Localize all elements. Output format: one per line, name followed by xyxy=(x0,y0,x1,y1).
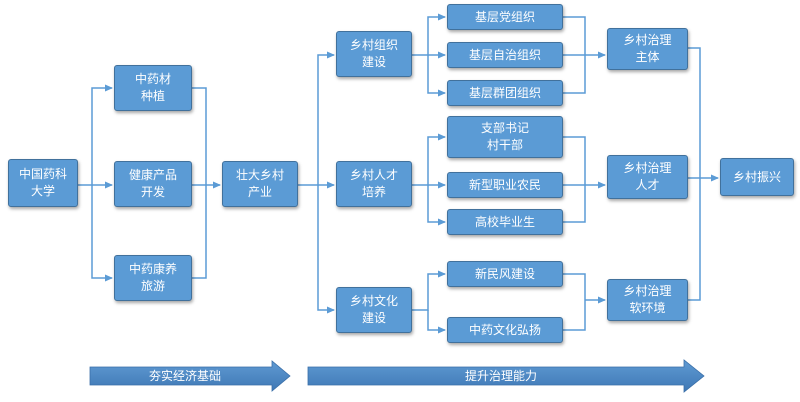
node-grassroots-autonomy: 基层自治组织 xyxy=(447,42,563,68)
node-health-products-line2: 开发 xyxy=(140,185,165,199)
node-new-farmers-line1: 新型职业农民 xyxy=(468,177,541,192)
connector-culture-to-tcm-culture xyxy=(427,310,446,334)
node-health-products-line1: 健康产品 xyxy=(128,168,177,182)
node-rural-organization-line1: 乡村组织 xyxy=(349,38,398,52)
node-branch-secretary-line2: 村干部 xyxy=(486,138,523,152)
connector-university-to-wellness-tourism xyxy=(91,185,113,282)
node-rural-talent-line2: 培养 xyxy=(361,185,386,199)
node-governance-subject: 乡村治理 主体 xyxy=(607,28,688,70)
connector-industry-to-rural-organization xyxy=(298,51,335,186)
connector-organization-to-mass xyxy=(427,55,446,97)
band-arrow-governance-capacity xyxy=(307,359,705,393)
band-arrow-economic-foundation xyxy=(89,360,291,392)
node-governance-talent-line1: 乡村治理 xyxy=(623,161,672,175)
node-tcm-culture-line1: 中药文化弘扬 xyxy=(468,322,541,337)
node-rural-revitalization-line1: 乡村振兴 xyxy=(732,169,781,184)
node-herb-planting-line1: 中药材 xyxy=(134,72,171,86)
node-graduates-line1: 高校毕业生 xyxy=(474,214,535,229)
node-university: 中国药科 大学 xyxy=(8,159,78,207)
node-strengthen-industry-line2: 产业 xyxy=(247,185,272,199)
node-graduates: 高校毕业生 xyxy=(447,209,563,235)
node-grassroots-mass: 基层群团组织 xyxy=(447,80,563,106)
node-herb-planting: 中药材 种植 xyxy=(114,65,192,111)
connector-university-to-herb-planting xyxy=(78,84,113,186)
node-grassroots-party: 基层党组织 xyxy=(447,4,563,30)
node-rural-talent-line1: 乡村人才 xyxy=(349,168,398,182)
node-herbal-wellness-tourism-line1: 中药康养 xyxy=(128,262,177,276)
node-herb-planting-line2: 种植 xyxy=(140,89,165,103)
node-governance-soft-env-line1: 乡村治理 xyxy=(623,284,672,298)
node-strengthen-industry-line1: 壮大乡村 xyxy=(235,168,284,182)
band-label-governance-capacity: 提升治理能力 xyxy=(464,369,537,383)
node-governance-subject-line2: 主体 xyxy=(635,50,660,64)
band-label-economic-foundation: 夯实经济基础 xyxy=(148,369,221,383)
node-governance-talent: 乡村治理 人才 xyxy=(607,155,688,199)
node-governance-subject-line1: 乡村治理 xyxy=(623,33,672,47)
node-strengthen-industry: 壮大乡村 产业 xyxy=(222,161,298,207)
node-rural-culture-line1: 乡村文化 xyxy=(349,294,398,308)
connector-organization-to-party xyxy=(412,13,446,56)
node-grassroots-party-line1: 基层党组织 xyxy=(474,9,535,24)
node-rural-revitalization: 乡村振兴 xyxy=(720,158,794,196)
node-new-customs-line1: 新民风建设 xyxy=(474,266,535,281)
node-herbal-wellness-tourism: 中药康养 旅游 xyxy=(114,255,192,301)
node-new-customs: 新民风建设 xyxy=(447,261,563,287)
node-new-farmers: 新型职业农民 xyxy=(447,172,563,198)
node-branch-secretary-line1: 支部书记 xyxy=(480,121,529,135)
connector-industry-to-rural-culture xyxy=(317,185,335,314)
band-arrows xyxy=(89,359,705,393)
connectors xyxy=(78,13,719,334)
node-grassroots-mass-line1: 基层群团组织 xyxy=(468,85,541,100)
node-health-products: 健康产品 开发 xyxy=(114,161,192,207)
node-rural-culture: 乡村文化 建设 xyxy=(336,287,412,333)
connector-talent-to-secretary xyxy=(412,133,446,186)
connector-culture-to-new-customs xyxy=(412,270,446,311)
node-university-line2: 大学 xyxy=(30,184,55,198)
connector-talent-to-graduates xyxy=(427,185,446,226)
connector-culture-items-to-soft-env xyxy=(563,273,586,331)
node-governance-soft-env: 乡村治理 软环境 xyxy=(607,279,688,321)
connector-herb-planting-to-industry xyxy=(192,87,207,279)
node-herbal-wellness-tourism-line2: 旅游 xyxy=(140,279,165,293)
node-university-line1: 中国药科 xyxy=(18,167,67,181)
node-rural-organization-line2: 建设 xyxy=(361,55,386,69)
connector-governance-to-revitalization xyxy=(688,47,701,301)
connector-talents-to-governance-talent xyxy=(563,136,586,223)
node-grassroots-autonomy-line1: 基层自治组织 xyxy=(468,47,541,62)
node-rural-culture-line2: 建设 xyxy=(361,311,386,325)
node-rural-talent: 乡村人才 培养 xyxy=(336,161,412,207)
node-rural-organization: 乡村组织 建设 xyxy=(336,31,412,77)
node-branch-secretary: 支部书记 村干部 xyxy=(447,116,563,158)
node-governance-talent-line2: 人才 xyxy=(635,178,660,192)
node-governance-soft-env-line2: 软环境 xyxy=(629,301,666,315)
node-tcm-culture: 中药文化弘扬 xyxy=(447,317,563,343)
